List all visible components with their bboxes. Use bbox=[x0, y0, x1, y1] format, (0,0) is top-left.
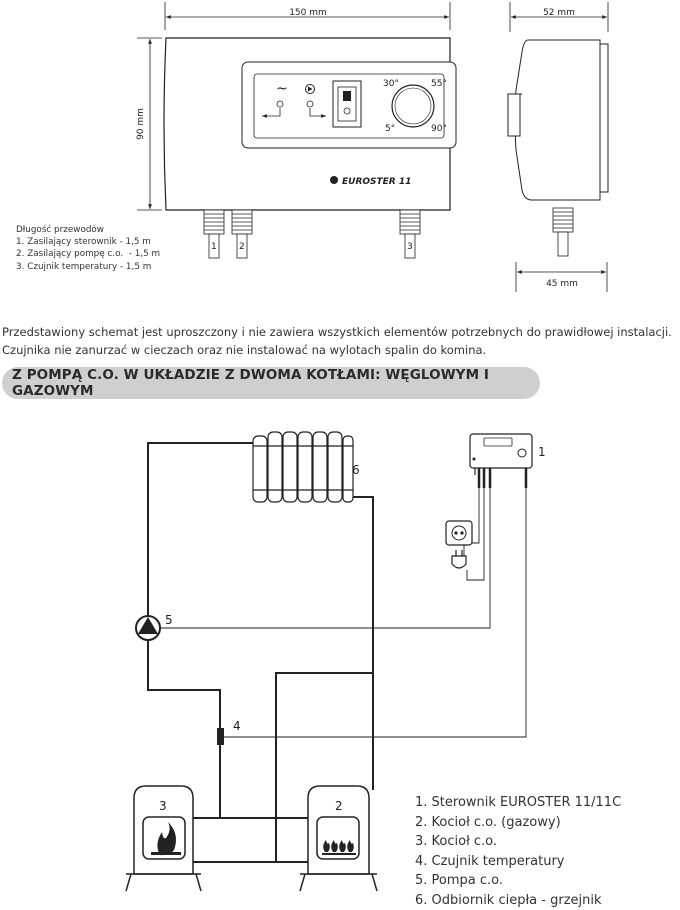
section-banner: Z POMPĄ C.O. W UKŁADZIE Z DWOMA KOTŁAMI:… bbox=[2, 367, 540, 399]
legend-item: 3. Kocioł c.o. bbox=[415, 832, 675, 852]
pump bbox=[136, 616, 160, 640]
dial-tick-label: 55° bbox=[431, 79, 447, 89]
wire-length-item: 1. Zasilający sterownik - 1,5 m bbox=[16, 236, 186, 248]
installation-note: Przedstawiony schemat jest uproszczony i… bbox=[2, 323, 680, 359]
controller-schematic bbox=[470, 434, 532, 488]
cable-number: 2 bbox=[239, 242, 245, 252]
cable-number: 3 bbox=[407, 242, 413, 252]
dial-tick-label: 5° bbox=[385, 124, 395, 134]
power-symbol-icon: ~ bbox=[276, 81, 288, 97]
temperature-dial bbox=[392, 85, 434, 127]
dimension-side-top-label: 52 mm bbox=[543, 8, 575, 18]
dimension-width-label: 150 mm bbox=[289, 8, 327, 18]
cable-number: 1 bbox=[211, 242, 217, 252]
power-socket-icon bbox=[446, 521, 472, 545]
coal-boiler-label: 3 bbox=[159, 799, 167, 813]
legend-item: 5. Pompa c.o. bbox=[415, 871, 675, 891]
wire-length-title: Długość przewodów bbox=[16, 224, 186, 236]
temperature-sensor bbox=[217, 728, 224, 745]
gas-boiler-label: 2 bbox=[335, 799, 343, 813]
dimension-height-label: 90 mm bbox=[136, 108, 146, 140]
wire-length-list: Długość przewodów 1. Zasilający sterowni… bbox=[16, 224, 186, 273]
controller-front-view: ~ 30° 55° 5° 90° EUROSTER 11 bbox=[164, 38, 456, 210]
legend-item: 1. Sterownik EUROSTER 11/11C bbox=[415, 793, 675, 813]
section-title: Z POMPĄ C.O. W UKŁADZIE Z DWOMA KOTŁAMI:… bbox=[12, 367, 540, 399]
side-cable-gland bbox=[553, 208, 573, 256]
dial-tick-label: 30° bbox=[383, 79, 399, 89]
controller-label: 1 bbox=[538, 445, 546, 459]
brand-logo-icon bbox=[330, 176, 338, 184]
brand-label: EUROSTER 11 bbox=[342, 177, 411, 187]
wire-length-item: 2. Zasilający pompę c.o. - 1,5 m bbox=[16, 248, 186, 260]
legend: 1. Sterownik EUROSTER 11/11C 2. Kocioł c… bbox=[415, 793, 675, 910]
dimension-side-bottom-label: 45 mm bbox=[546, 279, 578, 289]
note-line: Przedstawiony schemat jest uproszczony i… bbox=[2, 323, 680, 341]
sensor-label: 4 bbox=[233, 719, 241, 733]
radiator-label: 6 bbox=[352, 463, 360, 477]
dial-tick-label: 90° bbox=[431, 124, 447, 134]
legend-item: 2. Kocioł c.o. (gazowy) bbox=[415, 813, 675, 833]
note-line: Czujnika nie zanurzać w cieczach oraz ni… bbox=[2, 341, 680, 359]
legend-item: 4. Czujnik temperatury bbox=[415, 852, 675, 872]
legend-item: 6. Odbiornik ciepła - grzejnik bbox=[415, 891, 675, 910]
grate-icon bbox=[151, 852, 181, 855]
cable-glands bbox=[204, 210, 420, 258]
pump-label: 5 bbox=[165, 613, 173, 627]
radiator bbox=[253, 432, 353, 502]
wire-length-item: 3. Czujnik temperatury - 1,5 m bbox=[16, 261, 186, 273]
controller-side-view bbox=[508, 40, 608, 200]
